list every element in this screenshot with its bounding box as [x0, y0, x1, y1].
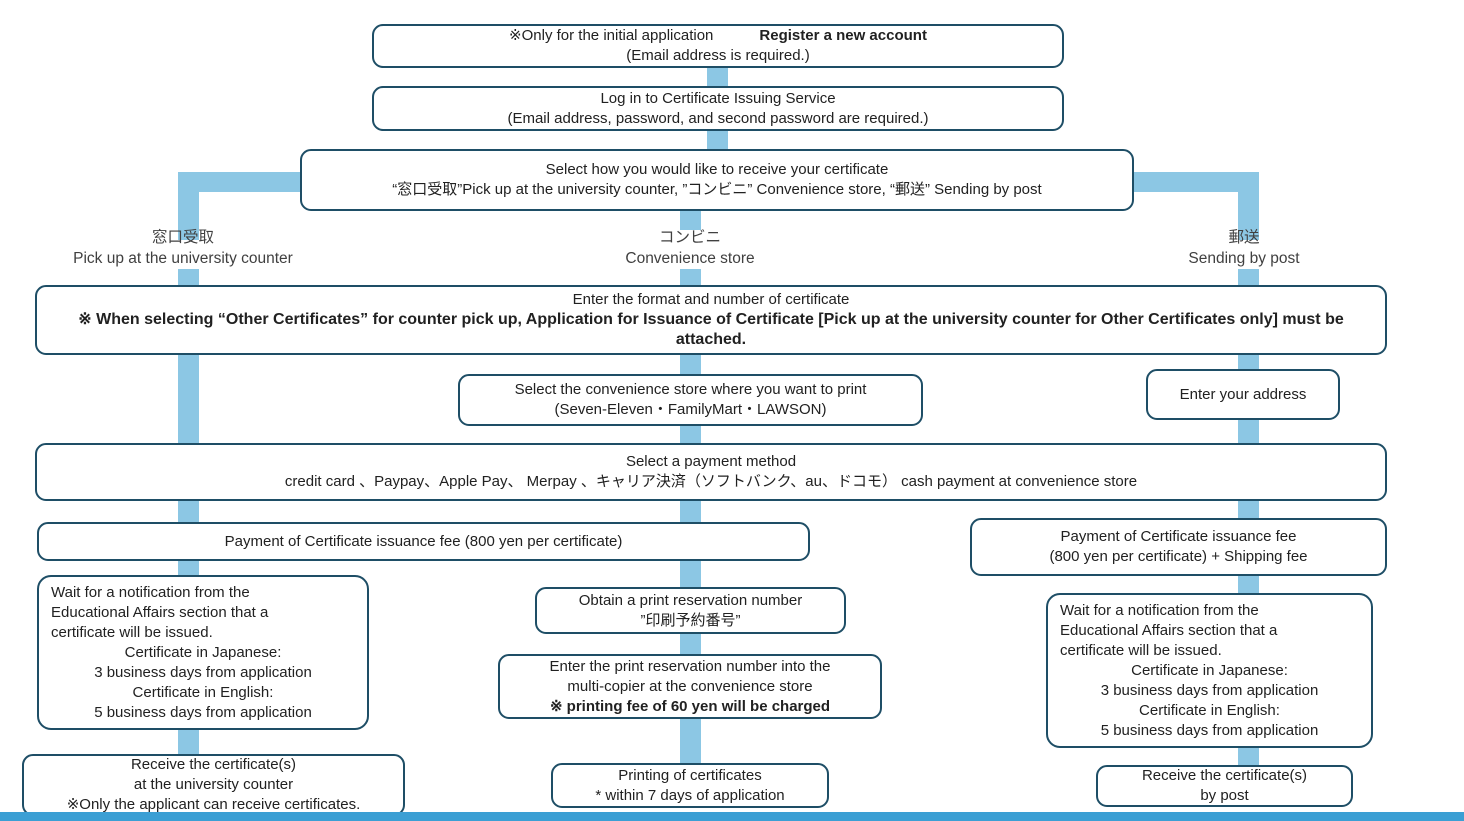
branch-label-post-en: Sending by post	[1188, 250, 1300, 267]
branch-label-conbini-ja: コンビニ	[658, 229, 721, 246]
printing-box: Printing of certificates * within 7 days…	[551, 763, 829, 808]
wait-notification-right-box: Wait for a notification from the Educati…	[1046, 593, 1373, 748]
branch-line-middle-vertical	[680, 209, 701, 230]
branch-line-right-vertical	[1238, 172, 1259, 240]
enter-address-box: Enter your address	[1146, 369, 1340, 420]
wait-right-line6: Certificate in English:	[1139, 701, 1280, 719]
select-method-box: Select how you would like to receive you…	[300, 149, 1134, 211]
enter-format-note: ※ When selecting “Other Certificates” fo…	[78, 311, 1344, 348]
bottom-accent-bar	[0, 812, 1464, 821]
connector-fee-to-obtain-middle	[680, 559, 701, 589]
wait-left-line1: Wait for a notification from the	[51, 583, 250, 601]
fee-right-line1: Payment of Certificate issuance fee	[1060, 528, 1297, 545]
printing-line1: Printing of certificates	[618, 766, 762, 784]
select-store-line1: Select the convenience store where you w…	[514, 381, 867, 398]
branch-line-right-horizontal	[1128, 172, 1259, 192]
connector-label-to-format-right	[1238, 269, 1259, 287]
enter-number-box: Enter the print reservation number into …	[498, 654, 882, 719]
branch-label-conbini-en: Convenience store	[625, 250, 755, 267]
branch-label-post: 郵送 Sending by post	[1144, 227, 1344, 269]
connector-payment-to-fee-middle	[680, 499, 701, 524]
wait-right-line3: certificate will be issued.	[1060, 641, 1222, 659]
connector-label-to-format-middle	[680, 269, 701, 287]
select-method-line1: Select how you would like to receive you…	[545, 161, 889, 178]
branch-line-left-horizontal	[178, 172, 318, 192]
printing-line2: * within 7 days of application	[595, 786, 785, 804]
branch-label-post-ja: 郵送	[1228, 229, 1260, 246]
enter-address-line1: Enter your address	[1179, 385, 1307, 403]
fee-left-line1: Payment of Certificate issuance fee (800…	[224, 532, 623, 550]
receive-post-line2: by post	[1200, 787, 1249, 804]
wait-notification-left-box: Wait for a notification from the Educati…	[37, 575, 369, 730]
connector-store-to-payment	[680, 424, 701, 445]
connector-login-to-select	[707, 129, 728, 151]
wait-left-line7: 5 business days from application	[94, 703, 312, 721]
wait-left-line6: Certificate in English:	[132, 683, 274, 701]
register-title: Register a new account	[759, 27, 927, 44]
login-box: Log in to Certificate Issuing Service (E…	[372, 86, 1064, 131]
receive-counter-line1: Receive the certificate(s)	[130, 756, 297, 773]
receive-counter-note: ※Only the applicant can receive certific…	[66, 796, 361, 813]
wait-right-line1: Wait for a notification from the	[1060, 601, 1259, 619]
branch-label-conbini: コンビニ Convenience store	[570, 227, 810, 269]
wait-left-line3: certificate will be issued.	[51, 623, 213, 641]
select-method-line2: “窓口受取”Pick up at the university counter,…	[392, 181, 1042, 198]
fee-left-box: Payment of Certificate issuance fee (800…	[37, 522, 810, 561]
enter-number-line2: multi-copier at the convenience store	[567, 677, 813, 695]
select-store-box: Select the convenience store where you w…	[458, 374, 923, 426]
obtain-number-line1: Obtain a print reservation number	[578, 591, 803, 609]
receive-post-box: Receive the certificate(s) by post	[1096, 765, 1353, 807]
connector-wait-to-receive-right	[1238, 746, 1259, 767]
branch-label-counter: 窓口受取 Pick up at the university counter	[33, 227, 333, 269]
fee-right-box: Payment of Certificate issuance fee (800…	[970, 518, 1387, 576]
wait-left-line5: 3 business days from application	[94, 663, 312, 681]
register-sub: (Email address is required.)	[626, 47, 810, 64]
connector-payment-to-fee-left	[178, 499, 199, 524]
login-line2: (Email address, password, and second pas…	[507, 109, 929, 127]
connector-obtain-to-enter-number	[680, 632, 701, 656]
payment-method-box: Select a payment method credit card 、Pay…	[35, 443, 1387, 501]
wait-right-line4: Certificate in Japanese:	[1131, 661, 1288, 679]
wait-right-line7: 5 business days from application	[1100, 721, 1319, 739]
branch-line-left-vertical	[178, 172, 199, 240]
obtain-number-line2: ”印刷予約番号”	[640, 611, 741, 629]
payment-method-line2: credit card 、Paypay、Apple Pay、 Merpay 、キ…	[284, 473, 1138, 490]
payment-method-line1: Select a payment method	[625, 453, 797, 470]
enter-format-box: Enter the format and number of certifica…	[35, 285, 1387, 355]
enter-number-line1: Enter the print reservation number into …	[549, 657, 831, 675]
wait-right-line5: 3 business days from application	[1100, 681, 1319, 699]
branch-label-counter-ja: 窓口受取	[151, 229, 214, 246]
fee-right-line2: (800 yen per certificate) + Shipping fee	[1049, 548, 1308, 565]
enter-number-note: ※ printing fee of 60 yen will be charged	[549, 697, 831, 715]
register-note: ※Only for the initial application	[509, 27, 714, 44]
wait-right-line2: Educational Affairs section that a	[1060, 621, 1278, 639]
connector-format-to-store-middle	[680, 353, 701, 376]
connector-wait-to-receive-left	[178, 727, 199, 756]
connector-fee-to-wait-right	[1238, 574, 1259, 595]
receive-counter-line2: at the university counter	[133, 776, 294, 793]
branch-label-counter-en: Pick up at the university counter	[73, 250, 293, 267]
connector-format-to-address-right	[1238, 353, 1259, 371]
receive-counter-box: Receive the certificate(s) at the univer…	[22, 754, 405, 816]
connector-fee-to-wait-left	[178, 559, 199, 577]
register-account-box: ※Only for the initial application Regist…	[372, 24, 1064, 68]
login-line1: Log in to Certificate Issuing Service	[600, 89, 836, 107]
receive-post-line1: Receive the certificate(s)	[1141, 767, 1308, 784]
wait-left-line4: Certificate in Japanese:	[124, 643, 282, 661]
connector-label-to-format-left	[178, 269, 199, 287]
select-store-line2: (Seven-Eleven・FamilyMart・LAWSON)	[554, 401, 827, 418]
wait-left-line2: Educational Affairs section that a	[51, 603, 269, 621]
connector-enter-to-printing-middle	[680, 717, 701, 765]
connector-register-to-login	[707, 66, 728, 88]
connector-format-to-payment-left	[178, 353, 199, 445]
enter-format-line1: Enter the format and number of certifica…	[572, 291, 850, 308]
obtain-number-box: Obtain a print reservation number ”印刷予約番…	[535, 587, 846, 634]
